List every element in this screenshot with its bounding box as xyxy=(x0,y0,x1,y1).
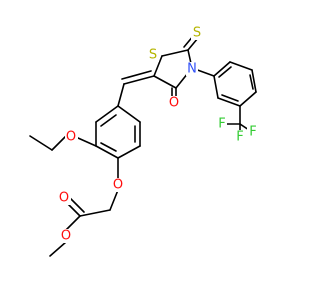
bond-s-ring-c5 xyxy=(153,55,163,77)
ester-alkoxy-oxygen-label: O xyxy=(61,229,71,244)
ring-nitrogen-label: N xyxy=(187,62,197,77)
carbonyl-oxygen-label: O xyxy=(169,96,179,111)
bond-ch-aryl xyxy=(117,83,125,107)
bond-c5-ch-b xyxy=(121,70,152,80)
atom-label-layer: S S N O F F F O xyxy=(58,26,258,244)
thioxo-sulfur-atom: S xyxy=(191,26,204,41)
fluorine-left-label: F xyxy=(218,117,225,132)
bond-ph-c5-c6 xyxy=(217,97,241,107)
fluorine-left-atom: F xyxy=(216,117,227,132)
bond-ch2-c-ester xyxy=(79,209,111,217)
bond-ph-c3-c4 xyxy=(251,69,257,93)
bond-ethyl-ch2-ch3 xyxy=(29,135,53,151)
bond-c5-ch-a xyxy=(123,75,155,85)
bond-ar-inner-1 xyxy=(100,114,117,127)
fluorine-top-atom: F xyxy=(235,130,246,145)
bond-ar-c6-c1 xyxy=(117,105,141,123)
fluorine-top-label: F xyxy=(236,130,243,145)
bond-ph-c4-c5 xyxy=(239,91,257,107)
ester-carbonyl-oxygen-atom: O xyxy=(58,191,71,206)
ring-sulfur-label: S xyxy=(149,48,157,63)
bond-ar-c3-c4 xyxy=(95,145,119,159)
fluorine-bottom-label: F xyxy=(249,125,256,140)
carbonyl-oxygen-atom: O xyxy=(168,96,181,111)
molecule-structure-diagram: S S N O F F F O xyxy=(29,26,258,257)
ether-oxygen-atom: O xyxy=(112,178,125,193)
bond-ph-c2-c3 xyxy=(229,61,253,71)
ester-alkoxy-oxygen-atom: O xyxy=(60,229,73,244)
bond-ester-c-o xyxy=(65,215,81,231)
bond-ar-c1-c2 xyxy=(95,105,119,123)
ethoxy-oxygen-label: O xyxy=(66,130,76,145)
ring-sulfur-atom: S xyxy=(147,48,159,63)
bond-ph-inner-3 xyxy=(221,94,239,102)
bond-ph-c1-c2 xyxy=(213,61,231,77)
bond-layer xyxy=(29,34,257,257)
bond-c2-s-ring xyxy=(161,49,189,57)
bond-ar-c4-c5 xyxy=(117,145,141,159)
ring-nitrogen-atom: N xyxy=(186,62,198,77)
bond-o-ether-ch2 xyxy=(109,189,119,211)
bond-ar-o-ethoxy xyxy=(77,137,97,147)
ester-carbonyl-oxygen-label: O xyxy=(59,191,69,206)
bond-ester-co-b xyxy=(69,197,85,213)
bond-o-ethyl-ch2 xyxy=(51,135,67,151)
bond-ph-inner-1 xyxy=(218,66,232,78)
bond-ph-c6-c1 xyxy=(213,75,219,99)
ether-oxygen-label: O xyxy=(113,178,123,193)
ethoxy-oxygen-atom: O xyxy=(65,130,78,145)
fluorine-bottom-atom: F xyxy=(247,125,258,140)
bond-ester-o-ch3 xyxy=(49,241,67,257)
bond-ar-inner-2 xyxy=(100,142,117,152)
bond-c5-c4 xyxy=(153,75,177,89)
bond-ph-inner-2 xyxy=(249,74,254,90)
thioxo-sulfur-label: S xyxy=(193,26,201,41)
